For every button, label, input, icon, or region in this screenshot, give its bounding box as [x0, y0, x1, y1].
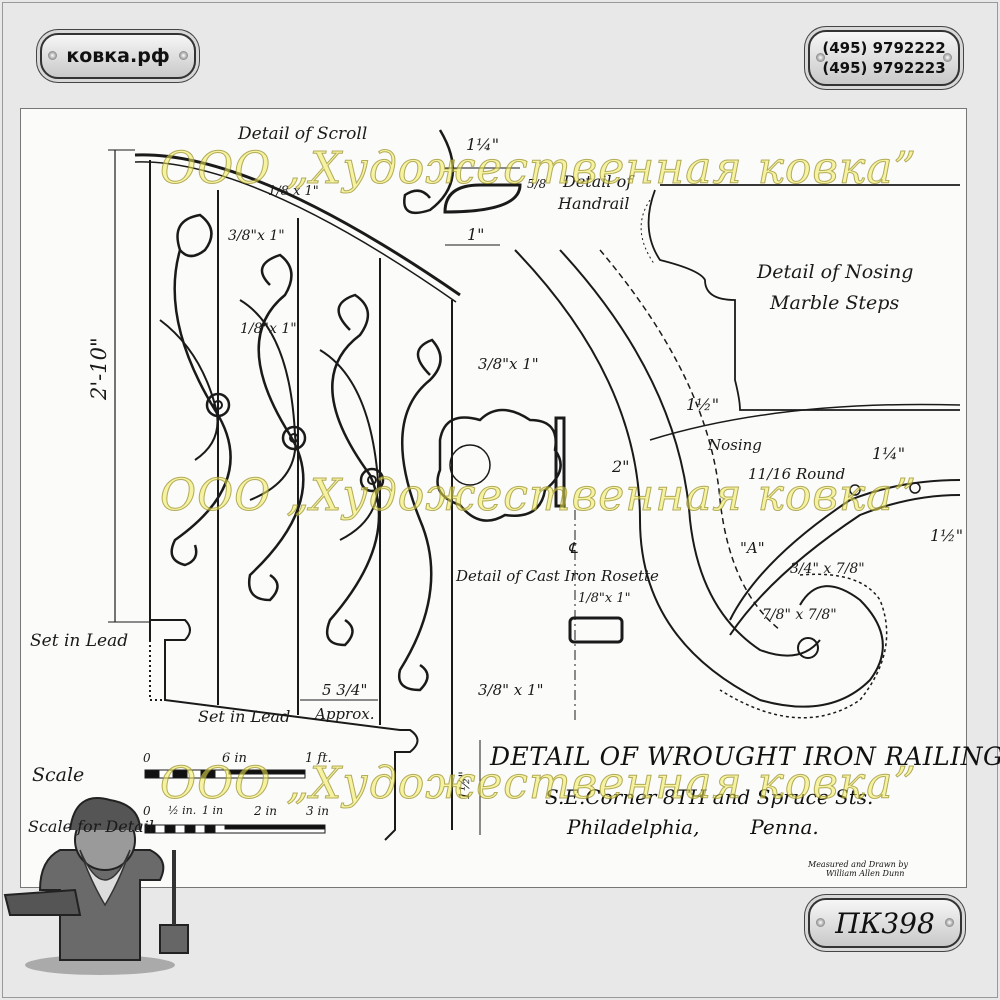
- bar-section: [568, 616, 624, 644]
- detail-rosette-label: Detail of Cast Iron Rosette: [456, 567, 659, 585]
- set-in-lead-label-2: Set in Lead: [198, 707, 291, 726]
- rivet-icon: [816, 918, 825, 927]
- scroll: [397, 338, 442, 692]
- rivet-icon: [816, 53, 825, 62]
- scale-label: Scale: [32, 764, 85, 786]
- detail-handrail-label-1: Detail of: [563, 172, 633, 191]
- dim-3-4x7-8: 3/4" x 7/8": [790, 561, 865, 577]
- dim-3-8x1-b: 3/8"x 1": [478, 355, 539, 373]
- dim-1-1-2-a: 1½": [686, 395, 720, 414]
- rosette: [359, 467, 385, 493]
- credit-line-2: William Allen Dunn: [826, 869, 905, 878]
- rivet-icon: [945, 918, 954, 927]
- credit-line-1: Measured and Drawn by: [808, 860, 908, 869]
- dim-1-8x1-top: 1/8 x 1": [268, 184, 319, 199]
- cast-iron-rosette: [436, 408, 562, 522]
- scale-detail-label: Scale for Detail: [28, 817, 154, 836]
- product-code: ПК398: [835, 906, 935, 940]
- detail-scroll: [403, 129, 455, 215]
- dim-1-1-4-top: 1¼": [466, 135, 500, 154]
- scale-bar: [144, 769, 326, 834]
- dim-7-8x7-8: 7/8" x 7/8": [762, 607, 837, 623]
- logo-plaque[interactable]: ковка.рф: [40, 33, 196, 79]
- round-label: 11/16 Round: [748, 465, 846, 483]
- dim-1-8x1-b: 1/8"x 1": [240, 321, 297, 337]
- dim-3-8x1-c: 3/8" x 1": [478, 681, 544, 699]
- scale-1in: 1 in: [202, 804, 224, 817]
- marble-nosing: [647, 184, 960, 411]
- approx-label: Approx.: [315, 705, 375, 723]
- watermark-bottom: ООО „Художественная ковка”: [160, 758, 917, 810]
- rosette-profile: [554, 416, 566, 508]
- watermark-top: ООО „Художественная ковка”: [160, 143, 917, 195]
- rivet-icon: [48, 51, 57, 60]
- location-line-1: S.E.Corner 8TH and Spruce Sts.: [545, 785, 874, 809]
- handrail: [134, 153, 461, 297]
- dim-1-1-4-right: 1¼": [872, 444, 906, 463]
- scale-half-in: ½ in.: [168, 804, 197, 817]
- detail-nosing-label-1: Detail of Nosing: [757, 261, 914, 283]
- blacksmith-gnome-icon: [3, 797, 189, 975]
- nosing-label: Nosing: [708, 436, 762, 454]
- plan-rail: [729, 479, 961, 621]
- point-a-label: "A": [740, 539, 765, 557]
- phone-1: (495) 9792222: [822, 39, 946, 57]
- dim-1-1-2-right: 1½": [930, 526, 964, 545]
- scroll: [170, 213, 232, 567]
- watermark-middle: ООО „Художественная ковка”: [160, 470, 917, 522]
- dim-2: 2": [612, 457, 630, 476]
- product-code-plaque[interactable]: ПК398: [808, 898, 962, 948]
- scale-zero: 0: [143, 751, 151, 765]
- plan-curve: [514, 249, 884, 708]
- phone-plaque[interactable]: (495) 9792222 (495) 9792223: [808, 30, 960, 86]
- detail-handrail-label-2: Handrail: [558, 194, 630, 213]
- scale-6in: 6 in: [222, 751, 247, 766]
- dim-5-3-4: 5 3/4": [322, 681, 368, 699]
- set-in-lead-label-1: Set in Lead: [30, 631, 129, 651]
- detail-scroll-label: Detail of Scroll: [238, 124, 368, 144]
- scroll: [319, 349, 380, 541]
- scale-3in: 3 in: [306, 804, 330, 818]
- scale-d-zero: 0: [143, 804, 151, 818]
- scroll: [325, 293, 381, 647]
- dim-1: 1": [467, 225, 485, 244]
- height-dim-label: 2'-10": [87, 337, 111, 400]
- dim-3-8x1-a: 3/8"x 1": [228, 228, 285, 244]
- detail-nosing-label-2: Marble Steps: [770, 292, 900, 314]
- handrail-section: [443, 183, 522, 214]
- scale-2in: 2 in: [254, 804, 278, 818]
- rivet-icon: [179, 51, 188, 60]
- location-line-2: Philadelphia, Penna.: [567, 815, 819, 839]
- dim-1-8x1-rosette: 1/8"x 1": [578, 591, 631, 606]
- rosette: [281, 425, 307, 451]
- centerline-label: ℄: [568, 539, 578, 557]
- rivet-icon: [943, 53, 952, 62]
- dim-5-8: 5/8: [527, 177, 547, 191]
- marble-stone: [149, 640, 165, 701]
- phone-2: (495) 9792223: [822, 59, 946, 77]
- stair-base: [150, 619, 419, 841]
- scale-1ft: 1 ft.: [305, 751, 332, 766]
- drawing-title: DETAIL OF WROUGHT IRON RAILINGS: [490, 742, 1000, 771]
- rosette: [205, 392, 231, 418]
- scroll: [159, 319, 219, 461]
- logo-text: ковка.рф: [66, 45, 170, 67]
